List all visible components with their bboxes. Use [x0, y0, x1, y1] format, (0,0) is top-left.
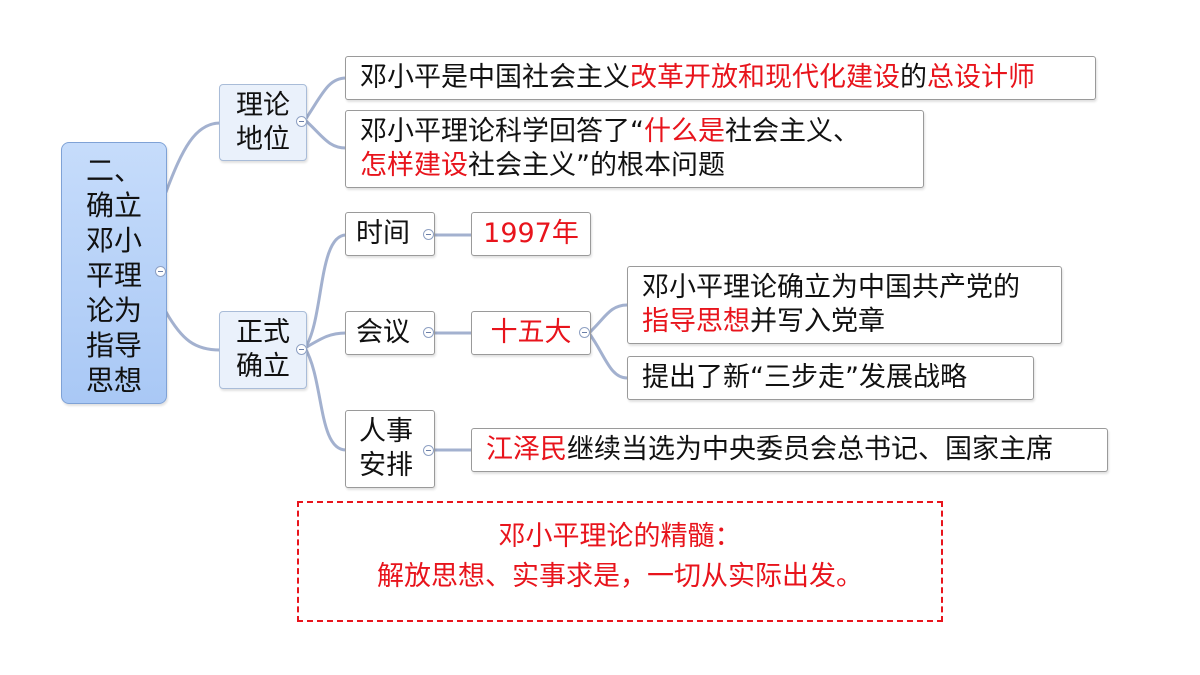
root-line: 确立	[85, 189, 142, 222]
position-item-chief-architect[interactable]: 邓小平是中国社会主义改革开放和现代化建设的总设计师	[345, 56, 1096, 100]
category-label-line: 地位	[236, 124, 290, 155]
connector-meeting-sub2	[587, 331, 629, 380]
collapse-establish-icon[interactable]	[296, 344, 307, 355]
highlight-text: 什么是	[644, 116, 725, 147]
category-theory-position[interactable]: 理论 地位	[219, 84, 307, 161]
collapse-position-icon[interactable]	[296, 116, 307, 127]
item-text: 邓小平是中国社会主义	[360, 62, 630, 93]
item-text: 社会主义、	[725, 116, 860, 147]
note-line-content: 解放思想、实事求是，一切从实际出发。	[377, 561, 863, 592]
root-line: 二、	[85, 154, 142, 187]
sub-node-personnel[interactable]: 人事 安排	[345, 410, 435, 488]
item-text: 继续当选为中央委员会总书记、国家主席	[567, 434, 1053, 465]
connector-position-item2	[303, 118, 348, 150]
sub-node-label-line: 安排	[359, 450, 413, 481]
category-label-line: 理论	[236, 90, 290, 121]
root-node[interactable]: 二、 确立 邓小 平理 论为 指导 思想	[61, 142, 167, 404]
root-line: 思想	[85, 364, 142, 397]
item-line: 怎样建设社会主义”的根本问题	[360, 149, 923, 183]
meeting-value-text: 十五大	[490, 317, 572, 348]
sub-node-label-line: 人事	[359, 416, 413, 447]
root-line: 平理	[85, 259, 142, 292]
collapse-meeting-icon[interactable]	[423, 327, 434, 338]
root-line: 邓小	[85, 224, 142, 257]
sub-node-time[interactable]: 时间	[345, 212, 435, 256]
connector-establish-time	[303, 233, 348, 350]
collapse-meeting-value-icon[interactable]	[579, 327, 590, 338]
sub-node-label: 时间	[356, 218, 410, 249]
meeting-item-guiding-thought[interactable]: 邓小平理论确立为中国共产党的 指导思想并写入党章	[627, 266, 1062, 344]
connector-establish-meeting	[303, 331, 348, 350]
sub-node-label: 会议	[356, 317, 410, 348]
connector-establish-personnel	[303, 346, 348, 452]
category-formal-establishment[interactable]: 正式 确立	[219, 311, 307, 389]
category-label-line: 确立	[236, 351, 290, 382]
item-text: 提出了新“三步走”发展战略	[642, 362, 967, 393]
sub-node-meeting[interactable]: 会议	[345, 311, 435, 355]
root-line: 论为	[85, 294, 142, 327]
position-item-fundamental-question[interactable]: 邓小平理论科学回答了“什么是社会主义、 怎样建设社会主义”的根本问题	[345, 110, 924, 188]
collapse-root-icon[interactable]	[155, 266, 166, 277]
item-text: 邓小平理论科学回答了“	[360, 116, 644, 147]
highlight-text: 总设计师	[927, 62, 1035, 93]
item-line: 邓小平理论科学回答了“什么是社会主义、	[360, 115, 923, 149]
item-text: 的	[900, 62, 927, 93]
connector-position-item1	[303, 76, 348, 122]
highlight-text: 改革开放和现代化建设	[630, 62, 900, 93]
time-value-text: 1997年	[483, 218, 579, 249]
connector-root-establish	[164, 310, 222, 352]
essence-note-box: 邓小平理论的精髓： 解放思想、实事求是，一切从实际出发。	[297, 501, 943, 622]
category-label-line: 正式	[236, 317, 290, 348]
personnel-value[interactable]: 江泽民继续当选为中央委员会总书记、国家主席	[471, 428, 1108, 472]
meeting-value[interactable]: 十五大	[471, 311, 591, 355]
item-text: 社会主义”的根本问题	[468, 150, 725, 181]
root-line: 指导	[85, 329, 142, 362]
meeting-item-three-step-strategy[interactable]: 提出了新“三步走”发展战略	[627, 356, 1034, 400]
item-line: 邓小平理论确立为中国共产党的	[642, 272, 1020, 303]
item-text: 并写入党章	[750, 306, 885, 337]
connector-meeting-sub1	[587, 303, 629, 335]
highlight-text: 指导思想	[642, 306, 750, 337]
connector-root-position	[164, 121, 222, 194]
time-value[interactable]: 1997年	[471, 212, 591, 256]
collapse-personnel-icon[interactable]	[423, 445, 434, 456]
item-line: 指导思想并写入党章	[642, 305, 1061, 339]
collapse-time-icon[interactable]	[423, 229, 434, 240]
highlight-text: 江泽民	[486, 434, 567, 465]
note-line-title: 邓小平理论的精髓：	[498, 521, 742, 552]
highlight-text: 怎样建设	[360, 150, 468, 181]
